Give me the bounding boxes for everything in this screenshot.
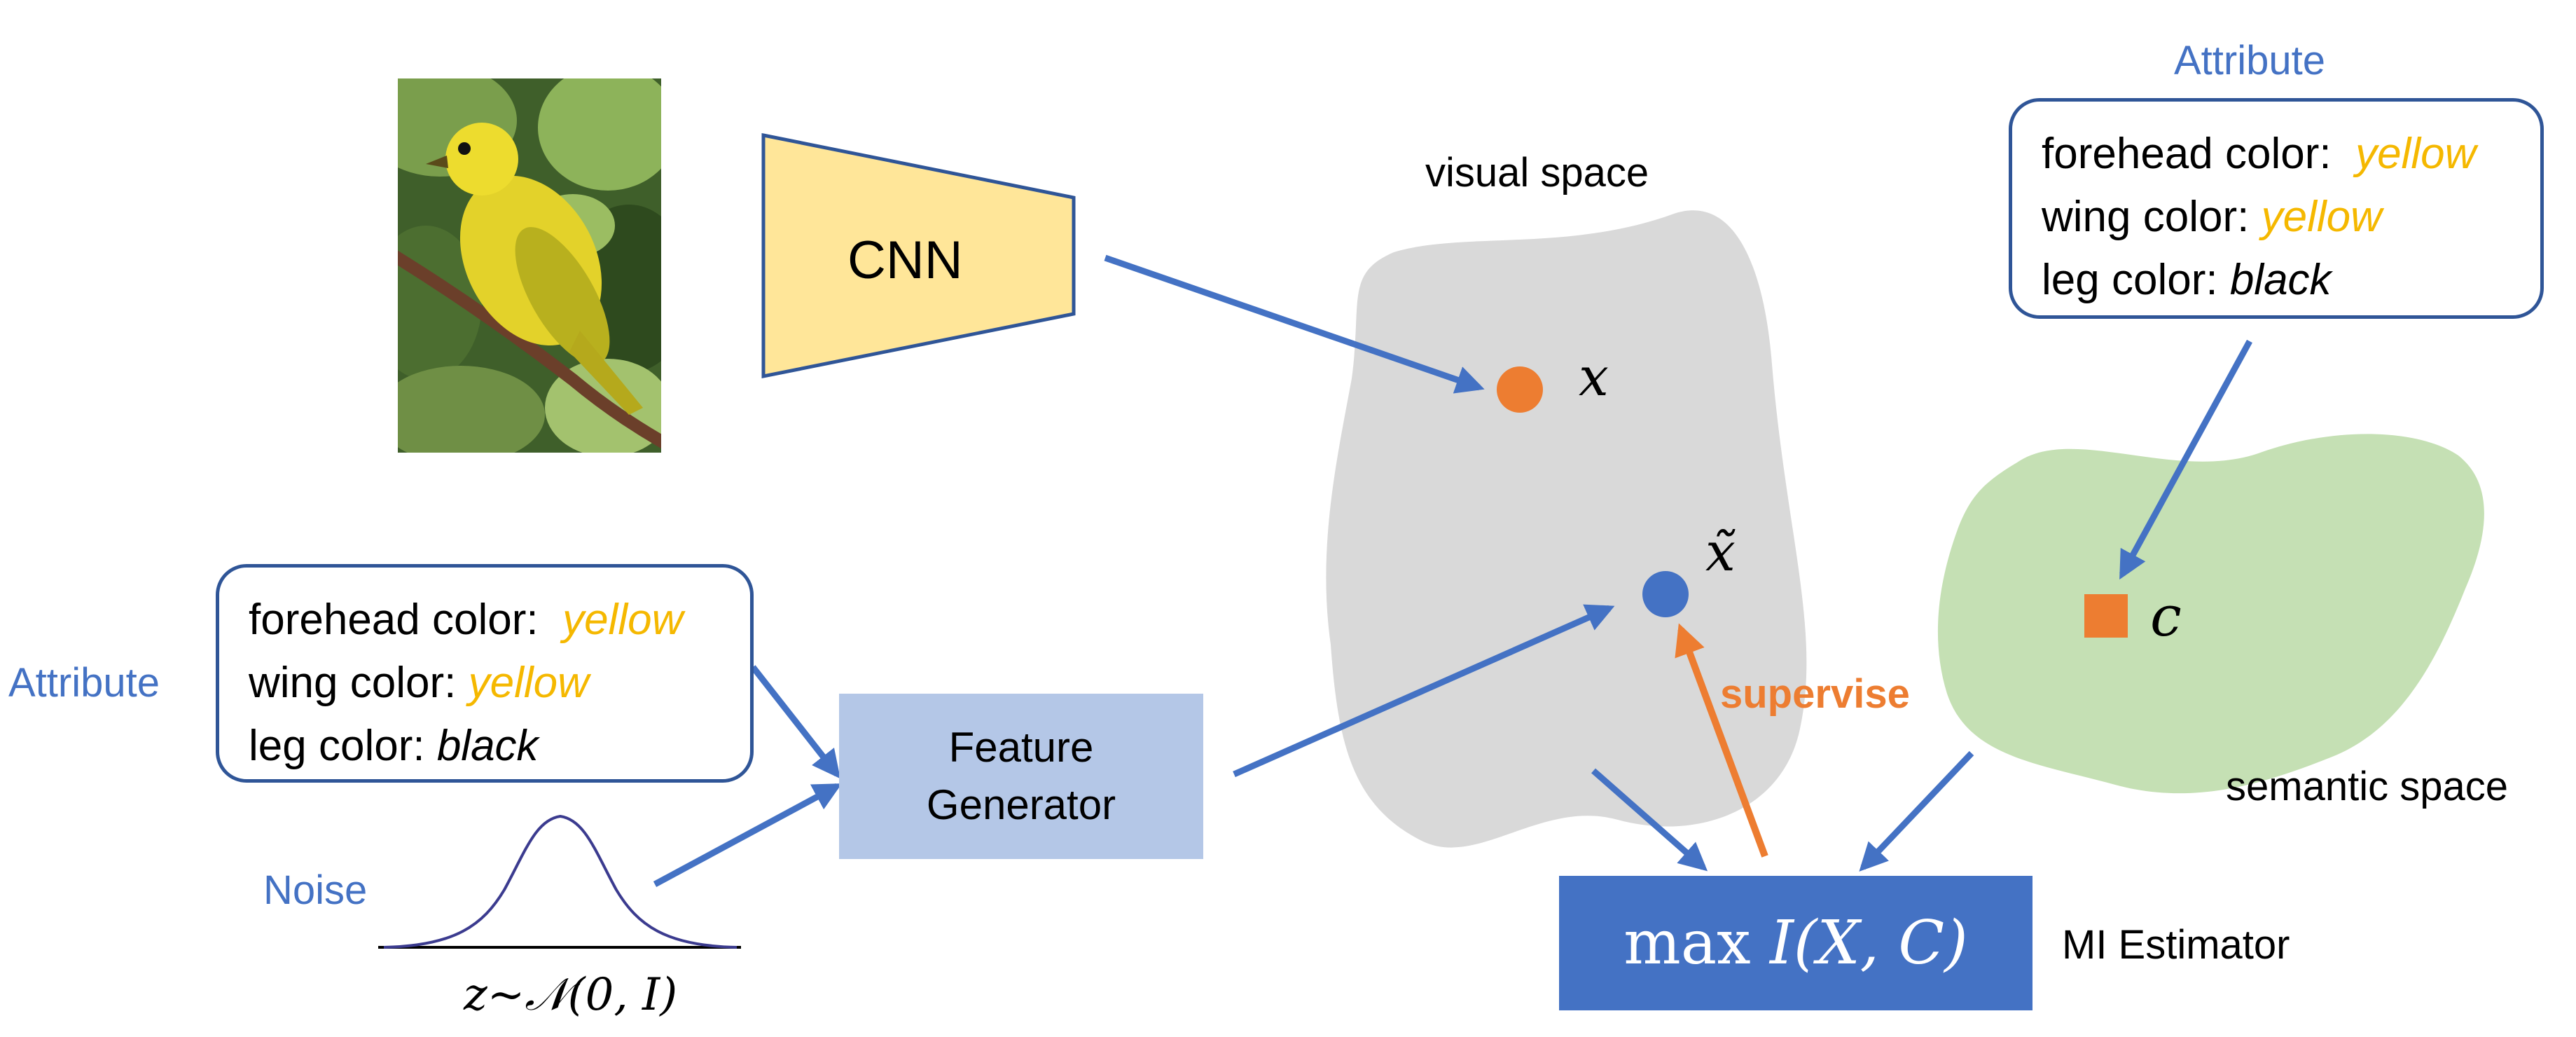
mi-formula-prefix: max [1623, 908, 1770, 978]
noise-formula: z~𝒩(0, I) [464, 969, 678, 1021]
semantic-space-region [1937, 434, 2484, 794]
arrow-cnn-to-x [1104, 254, 1485, 394]
cnn-trapezoid [761, 132, 1076, 379]
supervise-label: supervise [1720, 671, 1910, 717]
c-point [2084, 594, 2128, 638]
arrow-noise-to-generator [653, 783, 843, 887]
c-label: c [2150, 584, 2182, 649]
cnn-label: CNN [847, 231, 963, 290]
attribute-left-box: forehead color: yellow wing color: yello… [216, 564, 754, 783]
attr-left-forehead: forehead color: yellow [249, 596, 684, 644]
arrow-generator-to-x-tilde [1233, 604, 1615, 778]
attribute-top-title: Attribute [2174, 38, 2325, 83]
visual-space-label: visual space [1425, 150, 1649, 195]
attr-top-wing: wing color: yellow [2042, 193, 2382, 241]
arrow-supervise [1675, 623, 1768, 858]
arrow-attribute-to-generator [750, 665, 840, 779]
mi-estimator-label: MI Estimator [2062, 922, 2290, 968]
attr-left-leg: leg color: black [249, 722, 539, 770]
bird-photo [398, 78, 661, 453]
x-tilde-label: x̃ [1705, 521, 1736, 583]
x-tilde-point [1642, 571, 1689, 617]
feature-generator-line2: Generator [926, 781, 1116, 828]
mi-formula-body: I(X, C) [1769, 908, 1968, 978]
visual-space-region [1326, 210, 1807, 848]
semantic-space-label: semantic space [2226, 764, 2508, 809]
arrow-visual-to-mi [1591, 768, 1708, 872]
attr-top-forehead: forehead color: yellow [2042, 130, 2477, 178]
mi-estimator-box: max I(X, C) [1559, 876, 2033, 1010]
attr-left-wing: wing color: yellow [249, 659, 589, 707]
noise-gaussian-curve [383, 814, 738, 949]
noise-label: Noise [263, 867, 368, 913]
feature-generator-line1: Feature [948, 724, 1094, 771]
arrow-semantic-to-mi [1859, 750, 1974, 872]
arrow-attribute-to-c [2119, 339, 2252, 580]
feature-generator-box: Feature Generator [839, 694, 1203, 859]
attribute-left-title: Attribute [8, 660, 160, 706]
yellow-bird-photo-icon [398, 78, 661, 453]
x-label: x [1579, 345, 1609, 408]
attribute-top-box: forehead color: yellow wing color: yello… [2009, 98, 2544, 319]
x-point [1497, 366, 1543, 413]
attr-top-leg: leg color: black [2042, 256, 2332, 304]
